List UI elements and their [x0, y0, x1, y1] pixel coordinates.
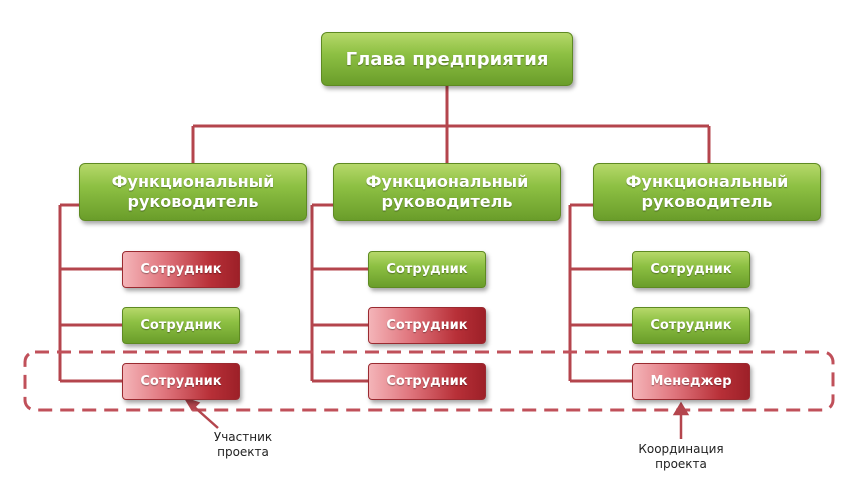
manager-node-3: Функциональный руководитель: [593, 163, 821, 221]
participant-arrow: [190, 403, 219, 429]
manager-project-node: Менеджер: [632, 363, 750, 400]
manager-label-2: Функциональный руководитель: [365, 172, 529, 211]
employee-node: Сотрудник: [632, 307, 750, 344]
employee-node: Сотрудник: [122, 251, 240, 288]
participant-caption: Участник проекта: [213, 430, 273, 459]
manager-node-2: Функциональный руководитель: [333, 163, 561, 221]
employee-node: Сотрудник: [368, 251, 486, 288]
employee-node: Сотрудник: [632, 251, 750, 288]
coordination-caption: Координация проекта: [638, 442, 724, 471]
manager-label-1: Функциональный руководитель: [111, 172, 275, 211]
manager-label-3: Функциональный руководитель: [625, 172, 789, 211]
employee-node: Сотрудник: [368, 307, 486, 344]
employee-node: Сотрудник: [368, 363, 486, 400]
employee-node: Сотрудник: [122, 363, 240, 400]
employee-node: Сотрудник: [122, 307, 240, 344]
head-node: Глава предприятия: [321, 32, 573, 86]
manager-node-1: Функциональный руководитель: [79, 163, 307, 221]
project-frame: [23, 350, 835, 412]
